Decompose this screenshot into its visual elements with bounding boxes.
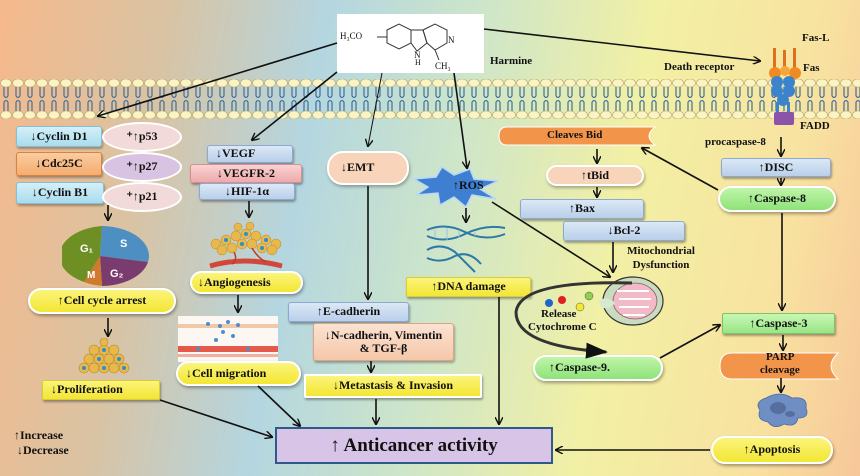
- angiogenesis-box: ↓Angiogenesis: [190, 271, 303, 294]
- p53-ellipse: ⁺↑p53: [102, 122, 182, 152]
- caspase3-box: ↑Caspase-3: [722, 313, 835, 334]
- tumor-angiogenesis-icon: [209, 222, 283, 269]
- metastasis-box: ↓Metastasis & Invasion: [304, 374, 482, 398]
- apoptosis-box: ↑Apoptosis: [711, 436, 833, 464]
- disc-box: ↑DISC: [721, 158, 831, 177]
- methoxy-label: H₃CO: [340, 31, 363, 41]
- apoptotic-cell-icon: [757, 393, 808, 427]
- phase-s: S: [120, 238, 127, 250]
- ring-h-label: H: [415, 58, 421, 67]
- arrow-casp8-bid: [642, 148, 719, 191]
- fas-label: Fas: [803, 62, 820, 74]
- cell-cycle-pie-icon: G₁ S G₂ M: [62, 226, 149, 286]
- bax-box: ↑Bax: [520, 199, 644, 219]
- cleavage-label: cleavage: [760, 364, 800, 376]
- vegf-box: ↓VEGF: [207, 145, 293, 163]
- arrow-ros-mito: [491, 201, 610, 277]
- harmine-label: Harmine: [490, 55, 533, 67]
- cell-migration-icon: [178, 316, 278, 362]
- anticancer-activity-box: ↑ Anticancer activity: [275, 427, 553, 464]
- cytochrome-label: Cytochrome C: [528, 321, 597, 333]
- e-cadherin-box: ↑E-cadherin: [288, 302, 409, 322]
- proliferation-box: ↓Proliferation: [42, 380, 160, 400]
- arrow-casp9-casp3: [659, 325, 720, 359]
- caspase8-box: ↑Caspase-8: [718, 186, 836, 212]
- fadd-label: FADD: [800, 120, 830, 132]
- phase-m: M: [87, 270, 95, 281]
- parp-label: PARP: [766, 351, 795, 363]
- p21-ellipse: ⁺↑p21: [102, 182, 182, 212]
- arrow-harmine-vegf: [252, 71, 338, 140]
- harmine-structure: H₃CO N N H CH₃: [337, 14, 484, 73]
- ros-burst-icon: [411, 165, 499, 209]
- phase-g2: G₂: [110, 268, 124, 280]
- arrow-harmine-emt: [368, 72, 383, 146]
- arrow-harmine-ros: [453, 72, 467, 168]
- death-receptor-label: Death receptor: [664, 61, 735, 73]
- legend-decrease: ↓Decrease: [17, 443, 69, 457]
- ring-nh-label: N: [414, 50, 421, 60]
- vegfr2-box: ↓VEGFR-2: [190, 164, 302, 183]
- ros-label: ↑ROS: [453, 178, 484, 192]
- cell-membrane: [0, 79, 860, 119]
- parp-cleavage-banner: [719, 352, 840, 380]
- bcl2-box: ↓Bcl-2: [563, 221, 685, 241]
- caspase9-box: ↑Caspase-9.: [533, 355, 663, 381]
- cell-cycle-arrest-box: ↑Cell cycle arrest: [28, 288, 176, 314]
- cleaves-bid-banner: [498, 126, 657, 146]
- cell-cluster-icon: [78, 338, 130, 374]
- arrow-harmine-fas: [483, 28, 760, 61]
- cdc25c-box: ↓Cdc25C: [16, 152, 102, 176]
- fas-l-label: Fas-L: [802, 32, 830, 44]
- dna-damage-box: ↑DNA damage: [406, 277, 531, 297]
- procaspase-label: procaspase-8: [705, 136, 766, 148]
- mito-dysfunction-label: Mitochondrial Dysfunction: [627, 245, 695, 271]
- arrow-proliferation-anticancer: [159, 399, 272, 437]
- ring-n-label: N: [448, 35, 455, 45]
- phase-g1: G₁: [80, 243, 94, 255]
- hif1a-box: ↓HIF-1α: [199, 183, 295, 200]
- cleaves-bid-label: Cleaves Bid: [547, 129, 603, 141]
- p27-ellipse: ⁺↑p27: [102, 152, 182, 182]
- arrow-cytochrome-release: [514, 281, 633, 359]
- tbid-box: ↑tBid: [546, 165, 644, 186]
- harmine-molecule-icon: [377, 23, 448, 61]
- cyclin-d1-box: ↓Cyclin D1: [16, 126, 102, 147]
- dna-strand-icon: [426, 225, 506, 273]
- arrow-migration-anticancer: [257, 385, 300, 426]
- release-label: Release: [541, 308, 577, 320]
- cell-migration-box: ↓Cell migration: [176, 361, 301, 386]
- fas-receptor-icon: [769, 48, 801, 125]
- legend-increase: ↑Increase: [14, 428, 64, 442]
- n-cadherin-box: ↓N-cadherin, Vimentin & TGF-β: [313, 323, 454, 361]
- methyl-label: CH₃: [435, 61, 451, 71]
- cytochrome-c-icon: [545, 291, 594, 312]
- arrow-harmine-cyclin: [98, 42, 338, 116]
- cyclin-b1-box: ↓Cyclin B1: [16, 182, 104, 204]
- mitochondrion-icon: [599, 276, 664, 326]
- emt-box: ↓EMT: [327, 151, 409, 185]
